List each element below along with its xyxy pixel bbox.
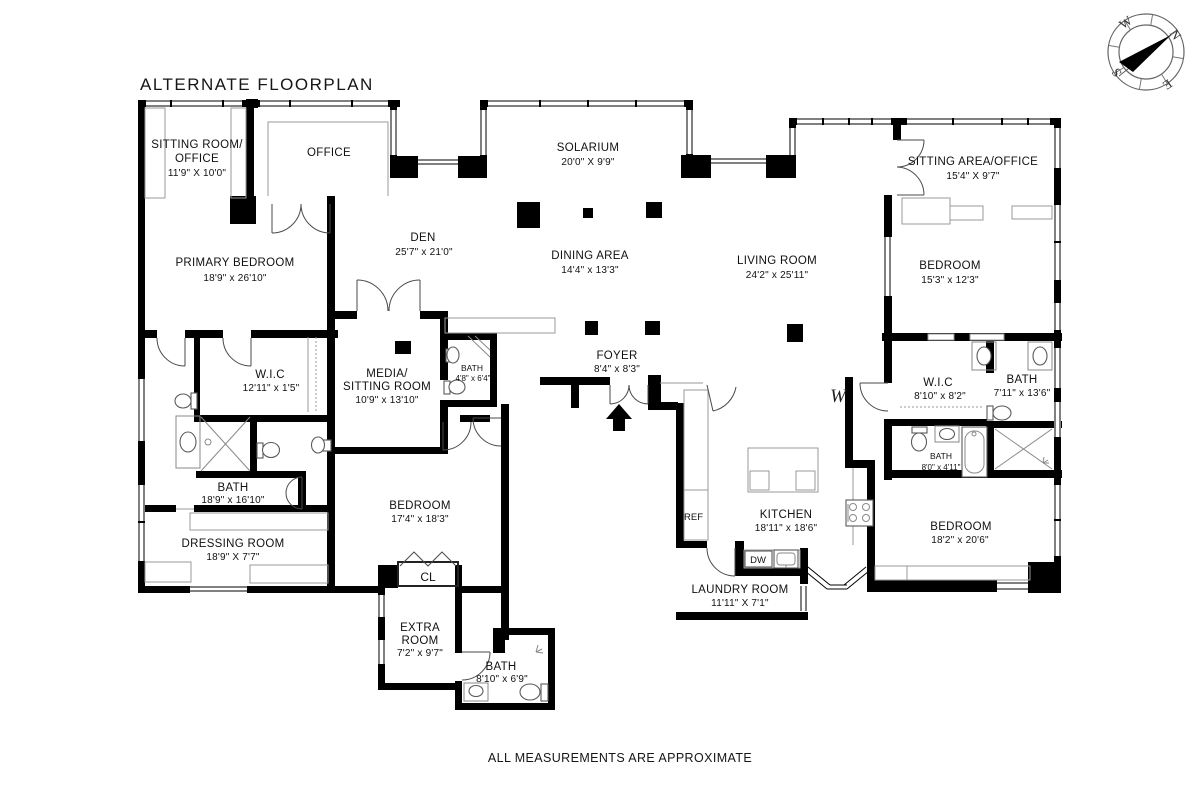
room-label-wic-2: W.I.C bbox=[923, 377, 953, 389]
windows-layer bbox=[138, 100, 1061, 664]
bathtub-bath3 bbox=[961, 426, 988, 478]
labels-layer: ALTERNATE FLOORPLAN SITTING ROOM/ OFFICE… bbox=[140, 75, 1051, 765]
closet-label: CL bbox=[420, 570, 436, 584]
room-label-media-2: SITTING ROOM bbox=[343, 381, 431, 393]
sink-bath3 bbox=[934, 425, 960, 443]
room-label-bath-media: BATH bbox=[461, 363, 483, 373]
room-dims-dressing-room: 18'9" X 7'7" bbox=[206, 552, 260, 563]
toilet-wic-primary bbox=[174, 392, 198, 410]
dishwasher-kitchen bbox=[744, 550, 773, 568]
room-dims-kitchen: 18'11" x 18'6" bbox=[755, 523, 818, 534]
room-label-bath-2: BATH bbox=[1006, 374, 1037, 386]
room-dims-bath-2: 7'11" x 13'6" bbox=[994, 388, 1051, 399]
room-label-bedroom-4: BEDROOM bbox=[930, 521, 992, 533]
room-dims-bath-media: 4'8" x 6'4" bbox=[456, 374, 491, 383]
vanity-primary-bath bbox=[175, 415, 201, 469]
room-label-extra-room-1: EXTRA bbox=[400, 622, 440, 634]
room-label-bath-primary: BATH bbox=[217, 482, 248, 494]
doors-layer bbox=[156, 139, 925, 681]
room-label-den: DEN bbox=[410, 232, 435, 244]
sink-media-bath bbox=[445, 346, 460, 364]
shower-primary-bath bbox=[200, 416, 251, 472]
compass-s: S bbox=[1108, 65, 1124, 80]
room-dims-bath-3: 8'0" x 4'11" bbox=[922, 463, 961, 472]
footer-note: ALL MEASUREMENTS ARE APPROXIMATE bbox=[488, 751, 752, 765]
room-label-dressing-room: DRESSING ROOM bbox=[182, 538, 285, 550]
sink-kitchen bbox=[773, 549, 799, 569]
toilet-bath4 bbox=[519, 683, 549, 702]
room-dims-wic-primary: 12'11" x 1'5" bbox=[243, 383, 300, 394]
room-dims-bath-primary: 18'9" x 16'10" bbox=[201, 495, 264, 506]
showerhead-bath4 bbox=[535, 644, 544, 654]
toilet-bath2 bbox=[986, 405, 1012, 421]
room-label-living-room: LIVING ROOM bbox=[737, 255, 817, 267]
compass-rose: N E S W bbox=[1107, 12, 1185, 93]
room-dims-primary-bedroom: 18'9" x 26'10" bbox=[203, 273, 266, 284]
room-dims-laundry: 11'11" X 7'1" bbox=[711, 598, 769, 609]
entry-arrow bbox=[606, 404, 632, 431]
room-label-laundry: LAUNDRY ROOM bbox=[691, 584, 788, 596]
room-dims-sitting-room-office: 11'9" X 10'0" bbox=[168, 168, 227, 179]
room-dims-solarium: 20'0" X 9'9" bbox=[561, 157, 615, 168]
furniture-layer bbox=[144, 107, 1053, 587]
room-label-extra-room-2: ROOM bbox=[402, 635, 439, 647]
room-dims-living-room: 24'2" x 25'11" bbox=[746, 270, 809, 281]
sink-primary-bath bbox=[310, 436, 332, 454]
room-dims-bedroom-3: 17'4" x 18'3" bbox=[391, 514, 449, 525]
room-label-sitting-room-office-2: OFFICE bbox=[175, 153, 219, 165]
room-dims-bath-4: 8'10" x 6'9" bbox=[476, 674, 528, 685]
room-dims-bedroom-4: 18'2" x 20'6" bbox=[931, 535, 989, 546]
room-label-solarium: SOLARIUM bbox=[557, 142, 619, 154]
sink-bath2 bbox=[1027, 341, 1053, 371]
room-label-bath-3: BATH bbox=[930, 451, 952, 461]
sink-bath4 bbox=[463, 682, 489, 702]
room-label-foyer: FOYER bbox=[596, 350, 637, 362]
room-dims-dining-area: 14'4" x 13'3" bbox=[561, 265, 619, 276]
room-label-kitchen: KITCHEN bbox=[760, 509, 813, 521]
room-dims-media: 10'9" x 13'10" bbox=[355, 395, 418, 406]
refrigerator-label: REF bbox=[684, 512, 703, 523]
room-dims-foyer: 8'4" x 8'3" bbox=[594, 364, 640, 375]
room-label-sitting-room-office-1: SITTING ROOM/ bbox=[151, 139, 243, 151]
washer-mark: W bbox=[830, 386, 848, 407]
room-label-primary-bedroom: PRIMARY BEDROOM bbox=[175, 257, 294, 269]
columns-layer bbox=[395, 202, 803, 354]
room-label-wic-primary: W.I.C bbox=[255, 369, 285, 381]
room-label-media-1: MEDIA/ bbox=[366, 368, 408, 380]
room-dims-den: 25'7" x 21'0" bbox=[395, 247, 453, 258]
room-dims-wic-2: 8'10" x 8'2" bbox=[914, 391, 966, 402]
dishwasher-label: DW bbox=[750, 555, 766, 566]
sink-wic2 bbox=[971, 341, 997, 371]
shower-bath2 bbox=[994, 428, 1053, 470]
room-label-sitting-area-office: SITTING AREA/OFFICE bbox=[908, 156, 1038, 168]
toilet-media-bath bbox=[443, 379, 466, 395]
room-label-bath-4: BATH bbox=[485, 661, 516, 673]
compass-needle bbox=[1119, 35, 1171, 72]
toilet-primary-bath bbox=[256, 441, 281, 459]
page-title: ALTERNATE FLOORPLAN bbox=[140, 75, 374, 94]
room-label-office: OFFICE bbox=[307, 147, 351, 159]
range-kitchen bbox=[845, 499, 874, 527]
fixtures-layer bbox=[174, 335, 1053, 702]
room-dims-extra-room: 7'2" x 9'7" bbox=[397, 648, 443, 659]
shower-media-bath bbox=[467, 335, 491, 358]
room-label-bedroom-2: BEDROOM bbox=[919, 260, 981, 272]
room-label-bedroom-3: BEDROOM bbox=[389, 500, 451, 512]
room-label-dining-area: DINING AREA bbox=[551, 250, 628, 262]
toilet-bath3 bbox=[910, 426, 928, 452]
room-dims-sitting-area-office: 15'4" X 9'7" bbox=[946, 171, 1000, 182]
room-dims-bedroom-2: 15'3" x 12'3" bbox=[921, 275, 979, 286]
